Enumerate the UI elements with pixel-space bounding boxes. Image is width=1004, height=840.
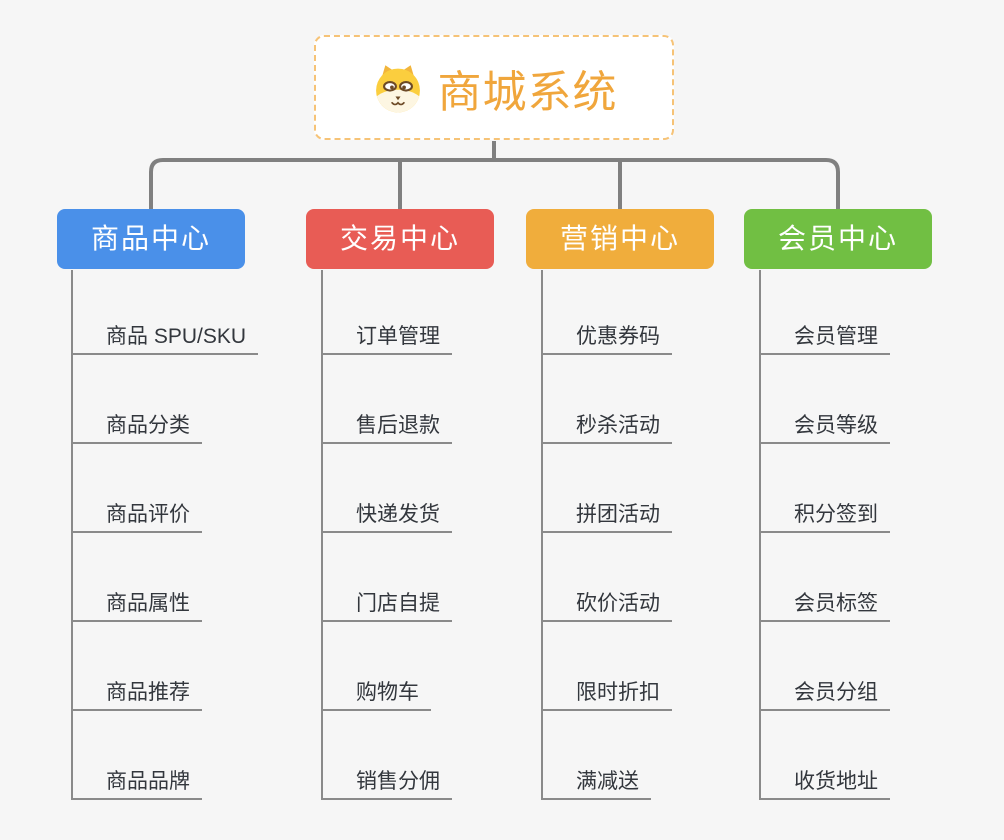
leaf-node[interactable]: 积分签到 — [760, 501, 890, 533]
dog-face-icon — [371, 61, 425, 115]
leaf-node[interactable]: 商品推荐 — [72, 679, 202, 711]
branch-node-product-center[interactable]: 商品中心 — [57, 209, 245, 269]
leaf-node[interactable]: 商品 SPU/SKU — [72, 323, 259, 355]
leaf-node[interactable]: 商品品牌 — [72, 768, 202, 800]
leaf-node[interactable]: 限时折扣 — [542, 679, 672, 711]
leaf-node[interactable]: 优惠券码 — [542, 323, 672, 355]
leaf-node[interactable]: 会员分组 — [760, 679, 890, 711]
leaf-node[interactable]: 售后退款 — [322, 412, 452, 444]
leaf-node[interactable]: 秒杀活动 — [542, 412, 672, 444]
branch-label: 会员中心 — [777, 223, 898, 254]
branch-node-marketing-center[interactable]: 营销中心 — [526, 209, 714, 269]
leaf-node[interactable]: 收货地址 — [760, 768, 890, 800]
branch-label: 营销中心 — [559, 223, 680, 254]
leaf-node[interactable]: 商品评价 — [72, 501, 202, 533]
root-node[interactable]: 商城系统 — [314, 35, 674, 140]
leaf-node[interactable]: 订单管理 — [322, 323, 452, 355]
branch-label: 商品中心 — [90, 223, 211, 254]
leaf-node[interactable]: 门店自提 — [322, 590, 452, 622]
root-label: 商城系统 — [437, 67, 618, 117]
leaf-node[interactable]: 满减送 — [542, 768, 651, 800]
leaf-node[interactable]: 砍价活动 — [542, 590, 672, 622]
leaf-node[interactable]: 会员管理 — [760, 323, 890, 355]
branch-trunk-line — [321, 270, 323, 800]
leaf-node[interactable]: 会员等级 — [760, 412, 890, 444]
leaf-node[interactable]: 商品属性 — [72, 590, 202, 622]
leaf-node[interactable]: 购物车 — [322, 679, 431, 711]
branch-trunk-line — [71, 270, 73, 800]
branch-trunk-line — [541, 270, 543, 800]
branch-node-trade-center[interactable]: 交易中心 — [306, 209, 494, 269]
branch-label: 交易中心 — [339, 223, 460, 254]
leaf-node[interactable]: 拼团活动 — [542, 501, 672, 533]
leaf-node[interactable]: 会员标签 — [760, 590, 890, 622]
branch-trunk-line — [759, 270, 761, 800]
branch-bus-line — [149, 158, 840, 209]
leaf-node[interactable]: 商品分类 — [72, 412, 202, 444]
leaf-node[interactable]: 快递发货 — [322, 501, 452, 533]
branch-node-member-center[interactable]: 会员中心 — [744, 209, 932, 269]
leaf-node[interactable]: 销售分佣 — [322, 768, 452, 800]
